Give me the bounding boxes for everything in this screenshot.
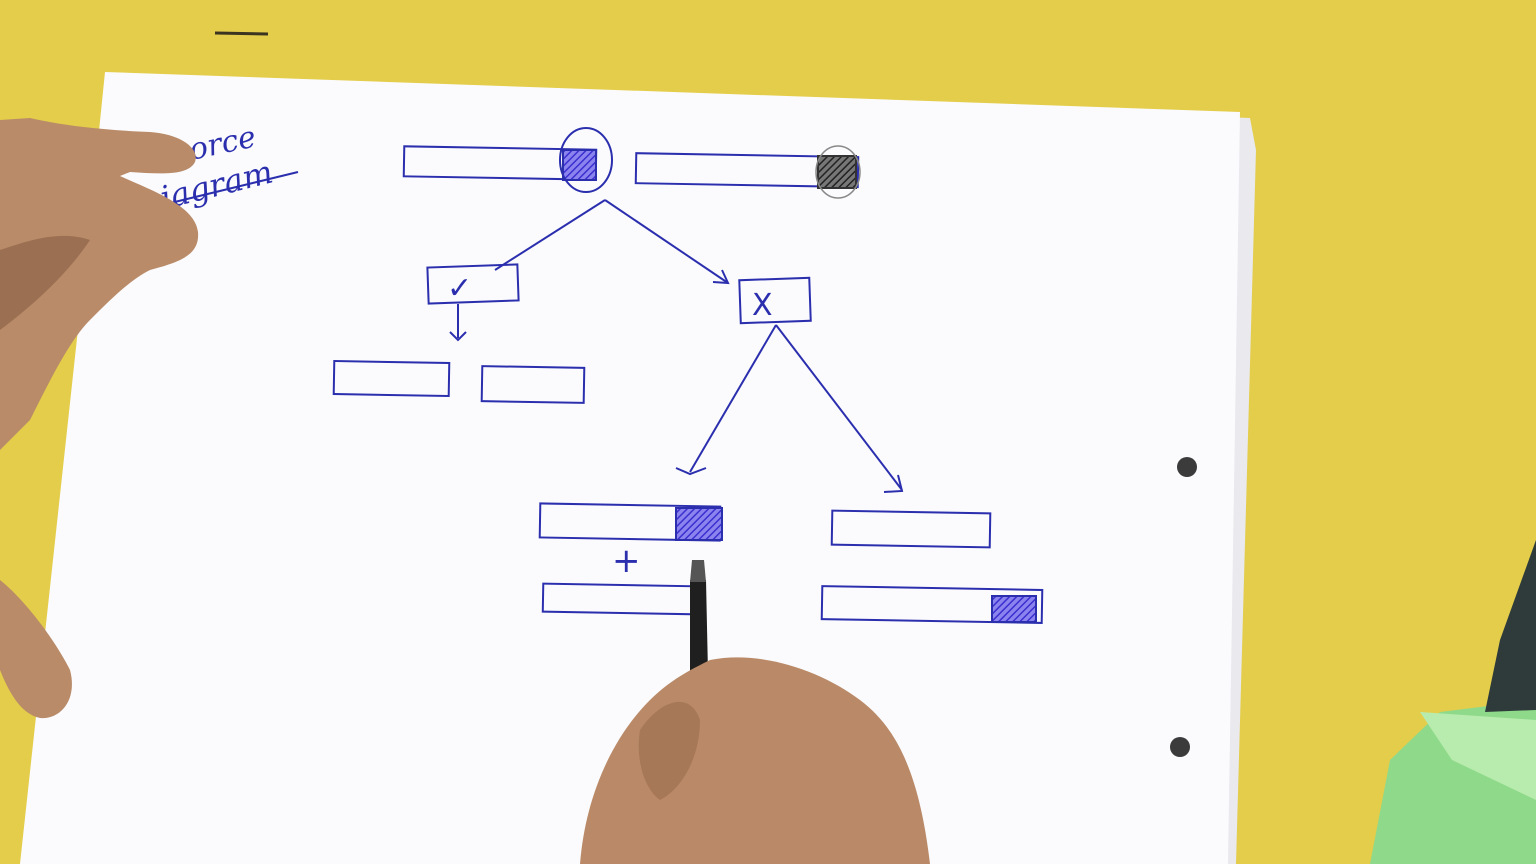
heading-underline [149, 171, 299, 209]
check-box [426, 263, 520, 305]
cross-branch-left-arrowhead [675, 467, 707, 476]
hole-punch-bottom [1170, 737, 1190, 757]
stapler-dark-part [1485, 540, 1536, 712]
right-hand-knuckle [638, 701, 700, 800]
top-bar-right-circle [815, 145, 861, 199]
left-hand-palm [0, 118, 199, 450]
top-bar-right-shaded-cell [817, 155, 857, 189]
hole-punch-top [1177, 457, 1197, 477]
cross-box [738, 276, 812, 325]
left-hand [0, 118, 199, 719]
right-hand [580, 560, 930, 864]
bottom-right-bar-2 [820, 585, 1044, 624]
top-bar-left-circle [559, 127, 613, 193]
bottom-left-shaded-cell [675, 507, 723, 541]
paper-sheet [20, 72, 1240, 864]
top-bar-right [634, 152, 860, 189]
left-hand-finger [0, 580, 72, 719]
check-mark: ✓ [447, 271, 472, 306]
cross-mark: X [752, 288, 773, 323]
plus-sign: + [612, 541, 641, 581]
diagram-drawing: ✓ X + [332, 127, 1044, 624]
surface-mark [214, 31, 269, 36]
bottom-right-shaded-cell [991, 595, 1037, 623]
cross-branch-left [689, 324, 777, 473]
branch-right [604, 199, 729, 284]
left-hand-shadow [0, 235, 90, 330]
branch-right-arrowhead [712, 269, 730, 285]
stapler-top [1420, 712, 1536, 800]
check-down-arrowhead [449, 331, 467, 342]
top-bar-left-shaded-cell [562, 149, 597, 181]
cross-branch-right-arrowhead [883, 474, 904, 493]
green-stapler [1370, 540, 1536, 864]
branch-left [494, 199, 606, 271]
cross-branch-right [775, 324, 903, 491]
left-bar-2 [480, 365, 586, 404]
pen-tip [690, 560, 706, 582]
bottom-right-bar [830, 509, 992, 549]
left-bar-1 [332, 360, 451, 398]
